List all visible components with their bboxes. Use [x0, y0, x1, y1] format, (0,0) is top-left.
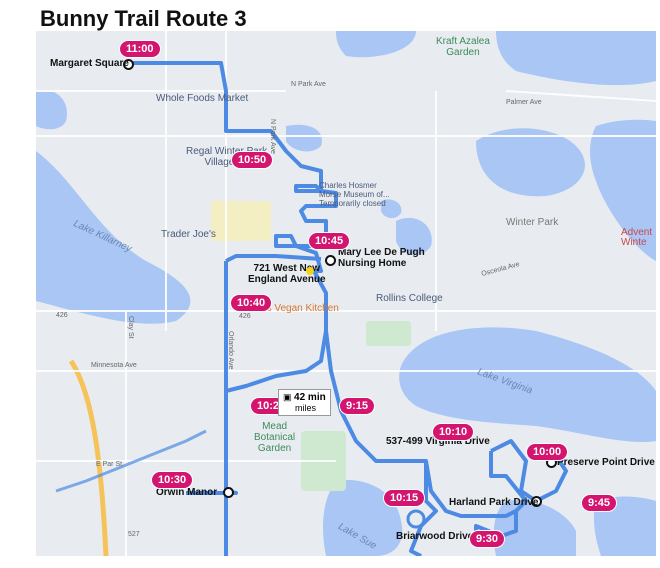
- stop-label-harland-park: Harland Park Drive: [449, 497, 539, 508]
- whole-foods-label: Whole Foods Market: [156, 93, 249, 104]
- mead-garden-label: Mead Botanical Garden: [254, 421, 296, 454]
- time-badge: 11:00: [119, 40, 161, 58]
- time-badge: 10:15: [383, 489, 426, 507]
- time-badge: 10:50: [231, 151, 274, 169]
- stop-label-virginia-drive: 537-499 Virginia Drive: [386, 436, 490, 447]
- route-527-label: 527: [128, 531, 140, 538]
- route-duration: 42 min: [294, 392, 326, 403]
- time-badge: 10:30: [151, 471, 194, 489]
- time-badge: 10:45: [308, 232, 351, 250]
- e-par-st-label: E Par St: [96, 461, 123, 468]
- time-badge: 9:30: [469, 530, 506, 548]
- lakes: [36, 31, 656, 556]
- map-canvas[interactable]: Kraft Azalea Garden Whole Foods Market R…: [36, 31, 656, 556]
- route-426-label: 426: [56, 312, 68, 319]
- car-icon: ▣: [283, 392, 292, 402]
- kraft-garden-label: Kraft Azalea Garden: [436, 36, 490, 58]
- stop-marker-orwin-manor[interactable]: [223, 487, 234, 498]
- route-426b-label: 426: [239, 313, 251, 320]
- n-park-vertical-label: N Park Ave: [269, 119, 276, 154]
- clay-st-label: Clay St: [127, 316, 134, 339]
- stop-label-orwin-manor: Orwin Manor: [156, 487, 218, 498]
- map-title: Bunny Trail Route 3: [40, 6, 247, 31]
- time-badge: 10:10: [432, 423, 475, 441]
- stop-marker-mary-lee[interactable]: [325, 255, 336, 266]
- palmer-ave-label: Palmer Ave: [506, 99, 542, 106]
- stop-marker-harland-park[interactable]: [531, 496, 542, 507]
- route-distance: miles: [295, 403, 317, 413]
- time-badge: 9:45: [581, 494, 618, 512]
- minnesota-ave-label: Minnesota Ave: [91, 362, 137, 369]
- rollins-college-label: Rollins College: [376, 293, 443, 304]
- location-pin-icon: [306, 267, 314, 275]
- winter-park-label: Winter Park: [506, 217, 559, 228]
- stop-label-mary-lee: Mary Lee De Pugh Nursing Home: [338, 247, 425, 269]
- stop-label-west-new-england: 721 West New England Avenue: [248, 263, 326, 285]
- adventist-label: Advent Winte: [621, 227, 653, 248]
- stop-marker-margaret-square[interactable]: [123, 59, 134, 70]
- hosmer-museum-label: Charles Hosmer Morse Museum of... Tempor…: [319, 181, 390, 208]
- stop-label-preserve-point: Preserve Point Drive: [557, 457, 655, 468]
- orlando-ave-label: Orlando Ave: [227, 331, 234, 370]
- time-badge: 10:00: [526, 443, 569, 461]
- route-line: [55, 61, 568, 556]
- time-badge: 10:40: [230, 294, 273, 312]
- map-graphics: [36, 31, 656, 556]
- trader-joes-label: Trader Joe's: [161, 229, 216, 240]
- n-park-ave-label: N Park Ave: [291, 81, 326, 88]
- stop-label-briarwood: Briarwood Drive: [396, 531, 474, 542]
- stop-label-margaret-square: Margaret Square: [50, 58, 129, 69]
- ethos-label: Ethos Vegan Kitchen: [246, 303, 339, 314]
- time-badge: 9:15: [339, 397, 376, 415]
- route-info-box[interactable]: ▣ 42 min miles: [278, 389, 331, 416]
